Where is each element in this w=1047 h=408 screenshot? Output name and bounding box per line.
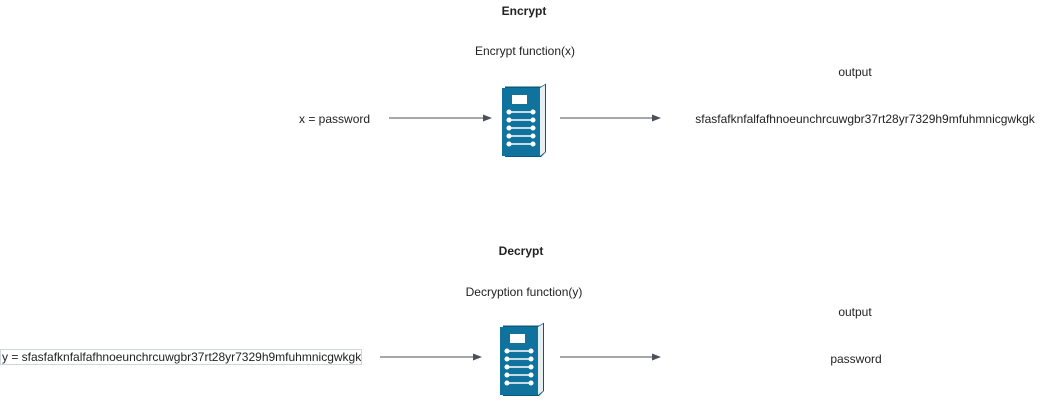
arrow-right-icon xyxy=(560,353,661,361)
arrow-right-icon xyxy=(380,353,482,361)
decrypt-input-label: y = sfasfafknfalfafhnoeunchrcuwgbr37rt28… xyxy=(2,350,362,364)
server-icon xyxy=(498,322,544,396)
encrypt-title: Encrypt xyxy=(501,4,547,18)
encrypt-output-value: sfasfafknfalfafhnoeunchrcuwgbr37rt28yr73… xyxy=(695,112,1035,126)
encrypt-function-label: Encrypt function(x) xyxy=(474,44,576,58)
encrypt-input-label: x = password xyxy=(299,112,371,126)
encrypt-output-heading: output xyxy=(838,65,872,79)
arrow-right-icon xyxy=(389,114,492,122)
decrypt-output-value: password xyxy=(830,352,882,366)
selected-input-box[interactable] xyxy=(0,349,362,365)
server-icon xyxy=(500,83,546,157)
decrypt-title: Decrypt xyxy=(498,244,544,258)
decrypt-output-heading: output xyxy=(838,305,872,319)
decrypt-function-label: Decryption function(y) xyxy=(465,285,583,299)
arrow-right-icon xyxy=(560,114,661,122)
